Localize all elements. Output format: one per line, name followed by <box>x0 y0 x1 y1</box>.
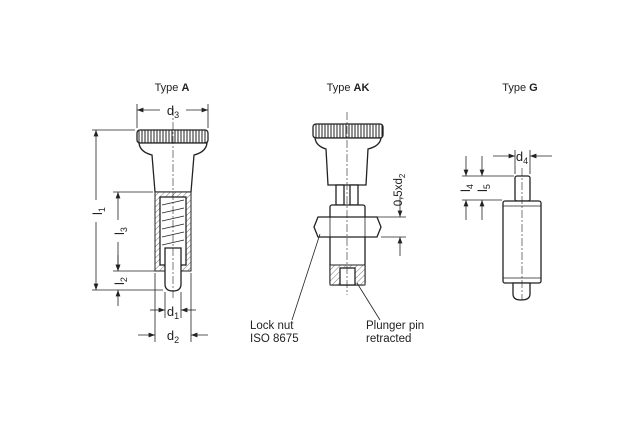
lock-nut-standard: ISO 8675 <box>250 333 299 345</box>
lock-nut <box>313 216 382 238</box>
dim-d2: d2 <box>167 328 179 345</box>
plunger-pin-state: retracted <box>366 333 411 345</box>
dim-d1: d1 <box>167 304 179 321</box>
lock-nut-label: Lock nut <box>250 320 294 332</box>
type-a-view: Type A d3 l1 l3 l2 d1 d2 <box>90 82 209 345</box>
dim-nut-offset: 0,5xd2 <box>393 173 407 206</box>
plunger-pin-label: Plunger pin <box>366 320 424 332</box>
dim-d3: d3 <box>167 103 179 120</box>
dim-l2: l2 <box>112 277 129 285</box>
type-a-title: Type A <box>155 82 190 94</box>
type-ak-view: Type AK 0,5xd2 Lock nut ISO 8675 Plunger… <box>250 82 424 345</box>
type-g-title: Type G <box>502 82 537 94</box>
knurled-knob <box>136 129 209 144</box>
type-g-view: Type G d4 l4 l5 <box>458 82 552 301</box>
dim-l5: l5 <box>475 184 492 192</box>
dim-l1: l1 <box>90 207 107 215</box>
dim-l4: l4 <box>458 184 475 192</box>
dim-d4: d4 <box>516 149 528 166</box>
dim-l3: l3 <box>112 227 129 235</box>
type-ak-title: Type AK <box>327 82 370 94</box>
